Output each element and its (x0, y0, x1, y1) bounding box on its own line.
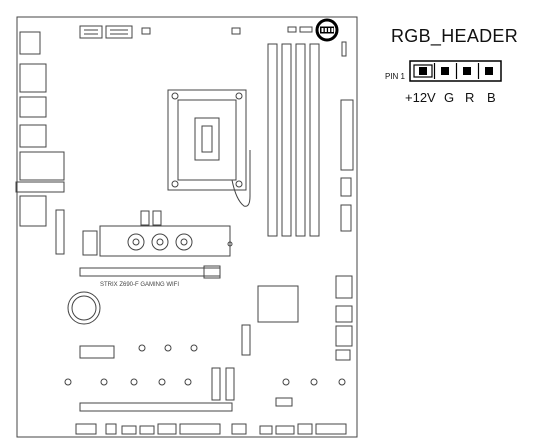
chipset (257, 285, 299, 323)
atx-power-connector (340, 99, 354, 171)
dimm-slots (267, 43, 320, 237)
pin-label-b: B (487, 90, 496, 105)
m2-heatsink (99, 225, 231, 257)
pin1-label: PIN 1 (385, 72, 406, 81)
cpu-socket (167, 89, 251, 207)
rear-io (15, 31, 65, 227)
board-model-text: STRIX Z690-F GAMING WIFI (100, 282, 179, 288)
cmos-battery (67, 291, 101, 325)
cpu-power-connectors (79, 25, 133, 39)
pcie-slot-2 (79, 402, 233, 412)
rgb-header-highlight (315, 18, 339, 42)
pin-label-12v: +12V (405, 90, 436, 105)
rgb-header-pins (409, 60, 502, 82)
bottom-headers (75, 423, 347, 435)
board-outline (16, 16, 358, 438)
pcie-slot-1 (79, 267, 221, 277)
rgb-header-title: RGB_HEADER (391, 26, 519, 46)
pin-label-g: G (444, 90, 455, 105)
pin-label-r: R (465, 90, 475, 105)
